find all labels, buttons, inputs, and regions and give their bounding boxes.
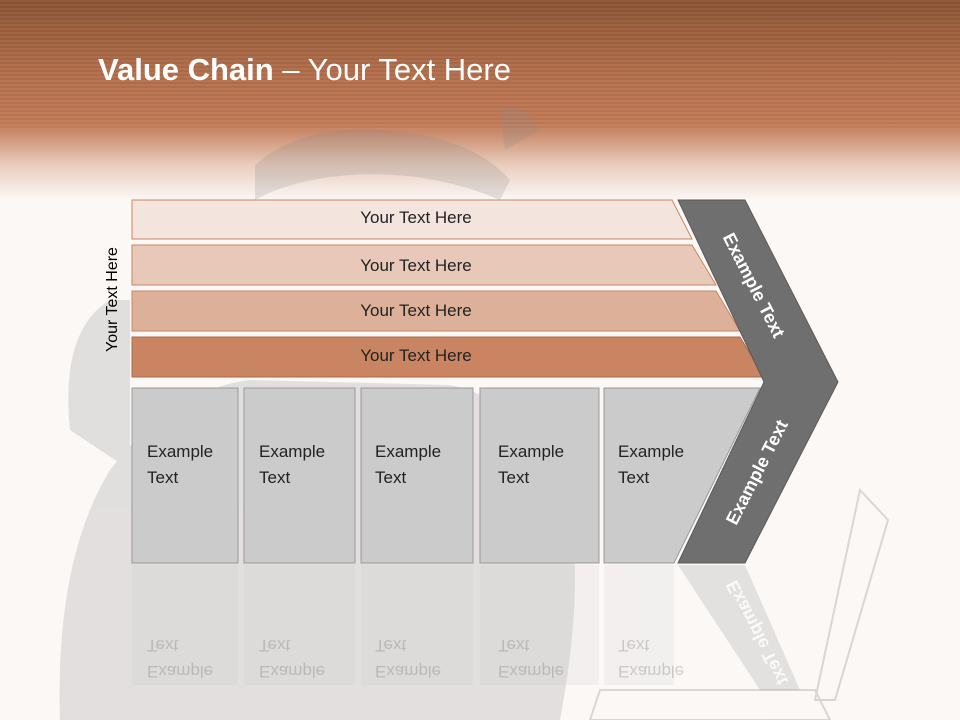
support-bar-3-label: Your Text Here	[360, 301, 472, 320]
primary-column-3-label: Example Text	[375, 439, 465, 491]
slide-title: Value Chain – Your Text Here	[98, 52, 511, 88]
title-rest: – Your Text Here	[273, 52, 511, 87]
column-label-line1: Example	[375, 442, 442, 461]
header-texture	[0, 0, 960, 130]
column-label-line1: Example	[259, 442, 326, 461]
primary-column-5-reflection: Example Text	[618, 636, 685, 681]
primary-column-2-reflection: Example Text	[259, 636, 326, 681]
primary-column-2-label: Example Text	[259, 439, 349, 491]
primary-column-3-reflection: Example Text	[375, 636, 442, 681]
column-label-line2: Text	[147, 468, 179, 487]
primary-column-2	[243, 387, 356, 564]
support-bar-4-label: Your Text Here	[360, 346, 472, 365]
column-label-line2: Text	[618, 468, 650, 487]
column-label-line1: Example	[147, 442, 214, 461]
column-label-line1: Example	[498, 442, 565, 461]
primary-column-1	[131, 387, 239, 564]
primary-column-5	[603, 387, 761, 564]
header-band	[0, 0, 960, 200]
primary-column-5-label: Example Text	[618, 439, 708, 491]
primary-column-4-label: Example Text	[498, 439, 588, 491]
primary-column-3	[360, 387, 474, 564]
support-bar-1	[131, 199, 693, 240]
support-bar-2	[131, 244, 717, 286]
support-bar-2-label: Your Text Here	[360, 256, 472, 275]
column-label-line2: Text	[498, 468, 530, 487]
primary-column-1-label: Example Text	[147, 439, 237, 491]
primary-column-1-reflection: Example Text	[147, 636, 214, 681]
support-bar-1-label: Your Text Here	[360, 208, 472, 227]
column-label-line1: Example	[618, 442, 685, 461]
primary-column-4-reflection: Example Text	[498, 636, 565, 681]
column-label-line2: Text	[259, 468, 291, 487]
margin-chevron	[677, 199, 839, 564]
column-label-line2: Text	[375, 468, 407, 487]
primary-column-4	[479, 387, 600, 564]
title-bold: Value Chain	[98, 52, 274, 87]
